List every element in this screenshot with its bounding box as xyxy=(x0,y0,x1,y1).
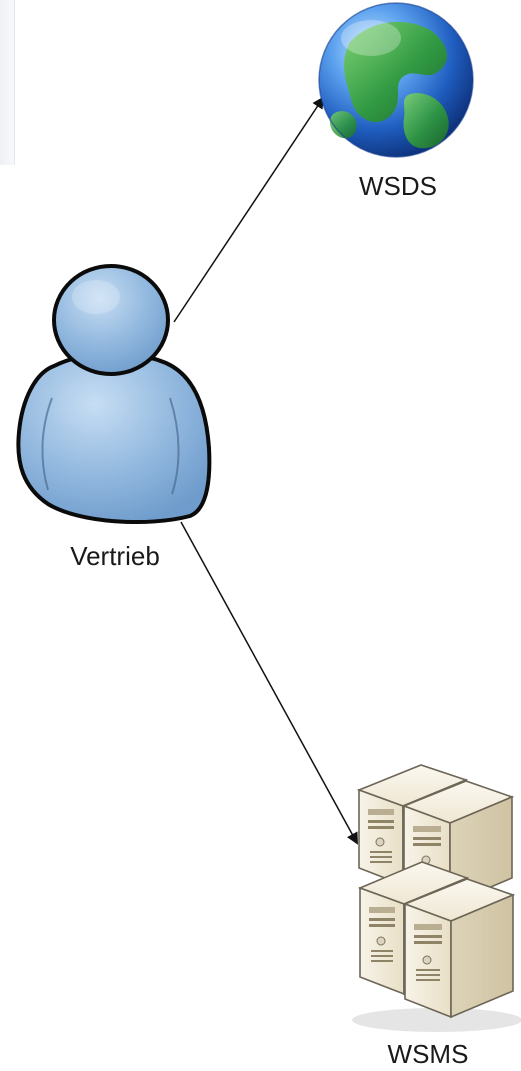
server-unit xyxy=(402,878,516,1019)
globe-icon xyxy=(318,2,474,158)
edge-vertrieb-to-wsds xyxy=(173,96,325,323)
user-icon xyxy=(16,264,212,525)
wsms-label: WSMS xyxy=(387,1039,469,1069)
wsds-label: WSDS xyxy=(359,171,437,201)
left-edge-fragment xyxy=(0,0,15,165)
server-cluster-icon xyxy=(352,764,521,1032)
edge-vertrieb-to-wsms xyxy=(180,521,358,845)
vertrieb-label: Vertrieb xyxy=(70,541,160,571)
